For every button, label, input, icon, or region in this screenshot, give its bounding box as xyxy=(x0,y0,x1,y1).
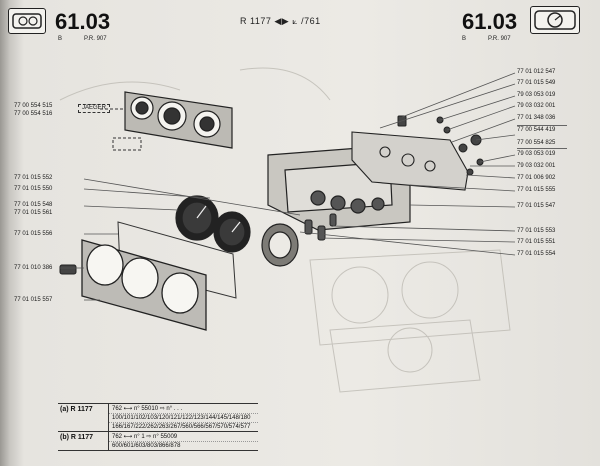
part-number: 79 03 053 019 xyxy=(517,92,556,98)
serial-range: 762 ⟷ n° 1 ⇨ n° 55009 xyxy=(109,432,258,442)
part-number: 77 01 015 552 xyxy=(14,175,53,181)
serial-range: 762 ⟷ n° 55010 ⇨ n° . . . xyxy=(109,404,258,414)
section-sub-left: B xyxy=(58,36,63,42)
section-ref-left: P.R. 907 xyxy=(84,36,107,42)
upper-instrument-cluster xyxy=(124,91,233,149)
applicability-row: (a) R 1177 762 ⟷ n° 55010 ⇨ n° . . . 100… xyxy=(58,403,258,431)
vehicle-section-icon xyxy=(8,8,46,34)
part-number: 79 03 032 001 xyxy=(517,163,556,169)
vehicle-section-icon-right xyxy=(530,6,580,34)
part-number: 77 01 015 561 xyxy=(14,210,53,216)
part-number: 77 01 015 554 xyxy=(517,251,556,257)
part-number: 77 01 015 557 xyxy=(14,297,53,303)
part-number: 77 01 015 553 xyxy=(517,228,556,234)
part-number: 77 01 012 547 xyxy=(517,69,556,75)
connector-screw xyxy=(59,264,77,275)
jaeger-tag: JAEGER xyxy=(78,104,111,113)
printed-circuit-board xyxy=(351,131,469,191)
dial-tachometer xyxy=(213,211,251,253)
part-number: 77 01 015 549 xyxy=(517,80,556,86)
applicability-row: (b) R 1177 762 ⟷ n° 1 ⇨ n° 55009 600/601… xyxy=(58,431,258,451)
section-sub-right: B xyxy=(462,36,467,42)
section-number-right: 61.03 xyxy=(462,9,518,34)
fasteners xyxy=(397,115,484,176)
version-codes: 600/601/603/803/866/878 xyxy=(112,443,181,449)
variant-label: (a) R 1177 xyxy=(60,406,93,413)
section-ref-right: P.R. 907 xyxy=(488,36,511,42)
part-number: 77 00 554 516 xyxy=(14,111,53,117)
part-number: 77 01 015 550 xyxy=(14,186,53,192)
part-number: 77 01 010 386 xyxy=(14,265,53,271)
part-number: 79 03 032 001 xyxy=(517,103,556,109)
small-gauge xyxy=(261,223,299,267)
part-number: 77 01 015 548 xyxy=(14,202,53,208)
part-number: 77 00 554 515 xyxy=(14,103,53,109)
part-number: 77 00 554 825 xyxy=(517,140,556,146)
part-number: 79 03 053 019 xyxy=(517,151,556,157)
part-number: 77 01 015 551 xyxy=(517,239,556,245)
bracket-line xyxy=(517,125,567,126)
part-number: 77 01 015 547 xyxy=(517,203,556,209)
part-number: 77 01 348 036 xyxy=(517,115,556,121)
version-codes: 100/101/102/103/120/121/122/123/144/145/… xyxy=(109,414,258,423)
section-number-left: 61.03 xyxy=(55,9,111,34)
model-reference: R 1177 ◀▶ ⟀ /761 xyxy=(240,16,321,26)
dial-speedometer xyxy=(175,195,219,241)
part-number: 77 01 015 556 xyxy=(14,231,53,237)
version-codes: 166/167/222/262/263/267/560/566/567/570/… xyxy=(112,424,251,430)
applicability-table: (a) R 1177 762 ⟷ n° 55010 ⇨ n° . . . 100… xyxy=(58,403,258,451)
bracket-line xyxy=(517,148,567,149)
front-lens-panel xyxy=(81,239,207,331)
part-number: 77 00 544 419 xyxy=(517,127,556,133)
part-number: 77 01 006 902 xyxy=(517,175,556,181)
variant-label: (b) R 1177 xyxy=(60,434,94,441)
part-number: 77 01 015 555 xyxy=(517,187,556,193)
bulb-holders xyxy=(304,213,337,241)
